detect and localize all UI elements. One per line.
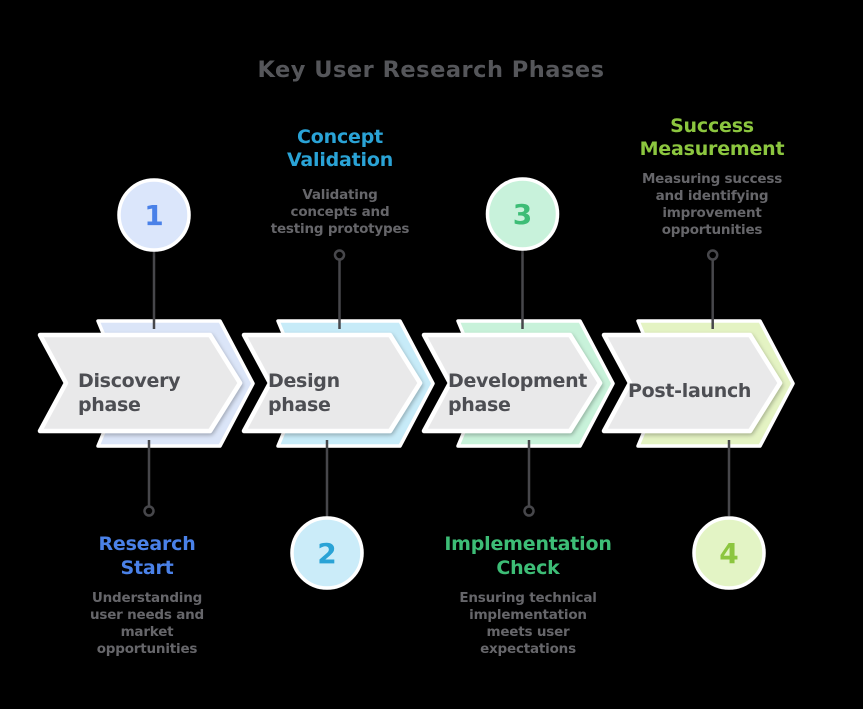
phase-4-callout-title-line: Measurement: [640, 138, 785, 160]
phase-4-callout-description-line: Measuring success: [642, 171, 782, 187]
page-title: Key User Research Phases: [257, 57, 604, 83]
phase-2-arrow-label-line: Design: [268, 370, 340, 392]
phase-2-number: 2: [317, 537, 336, 570]
phase-4-callout-description-line: and identifying: [656, 188, 769, 204]
phase-3-callout-description-line: Ensuring technical: [459, 590, 596, 606]
phase-2-number-circle: [290, 516, 364, 590]
phase-3-arrow: [421, 332, 603, 434]
phase-3-callout-description-line: meets user: [486, 624, 570, 640]
phase-4-arrow-label: Post-launch: [628, 380, 751, 402]
phase-2-callout-description-line: Validating: [302, 187, 377, 203]
phase-3-callout-description-line: implementation: [469, 607, 587, 623]
phase-4-number-circle: [692, 516, 766, 590]
phase-3-callout-title-line: Implementation: [444, 533, 611, 555]
phase-2-arrow-label-line: phase: [268, 394, 331, 416]
phase-1-callout-title-line: Research: [98, 533, 195, 555]
phase-3-arrow-label-line: phase: [448, 394, 511, 416]
phase-4-arrow: [601, 332, 783, 434]
phase-4-callout-description-line: improvement: [662, 205, 762, 221]
phase-1-arrow-label-line: Discovery: [78, 370, 181, 392]
phase-4-arrow-label-line: Post-launch: [628, 380, 751, 402]
phase-3-connector-ring: [523, 505, 535, 517]
phase-1-callout-description-line: opportunities: [97, 641, 198, 657]
phase-1-callout-description-line: market: [121, 624, 175, 640]
phase-4-connector-ring: [706, 249, 719, 261]
phase-1-arrow: [37, 332, 243, 434]
phase-2-arrow: [241, 332, 423, 434]
phase-1-callout-description-line: Understanding: [92, 590, 202, 606]
phase-4-number: 4: [719, 537, 738, 570]
phase-1-number-circle: [117, 178, 191, 252]
phase-1-callout-description-line: user needs and: [90, 607, 204, 623]
phase-2-callout-title-line: Validation: [287, 149, 393, 171]
phase-2-callout-description-line: concepts and: [291, 204, 390, 220]
phase-4-callout-description-line: opportunities: [662, 222, 763, 238]
phase-2-callout-description-line: testing prototypes: [271, 221, 410, 237]
phase-1-number: 1: [144, 199, 163, 232]
phase-3-callout-title-line: Check: [496, 557, 560, 579]
phase-4-callout-title-line: Success: [670, 115, 754, 137]
phase-1-connector-ring: [143, 505, 155, 517]
phase-2-connector-ring: [333, 249, 346, 261]
phase-3-number-circle: [485, 177, 560, 251]
phase-2-callout-title-line: Concept: [297, 126, 383, 148]
phase-3-number: 3: [513, 198, 532, 231]
phase-1-callout-title-line: Start: [120, 557, 173, 579]
phase-1-arrow-label-line: phase: [78, 394, 141, 416]
phase-3-arrow-label-line: Development: [448, 370, 587, 392]
phase-3-callout-description-line: expectations: [480, 641, 576, 657]
